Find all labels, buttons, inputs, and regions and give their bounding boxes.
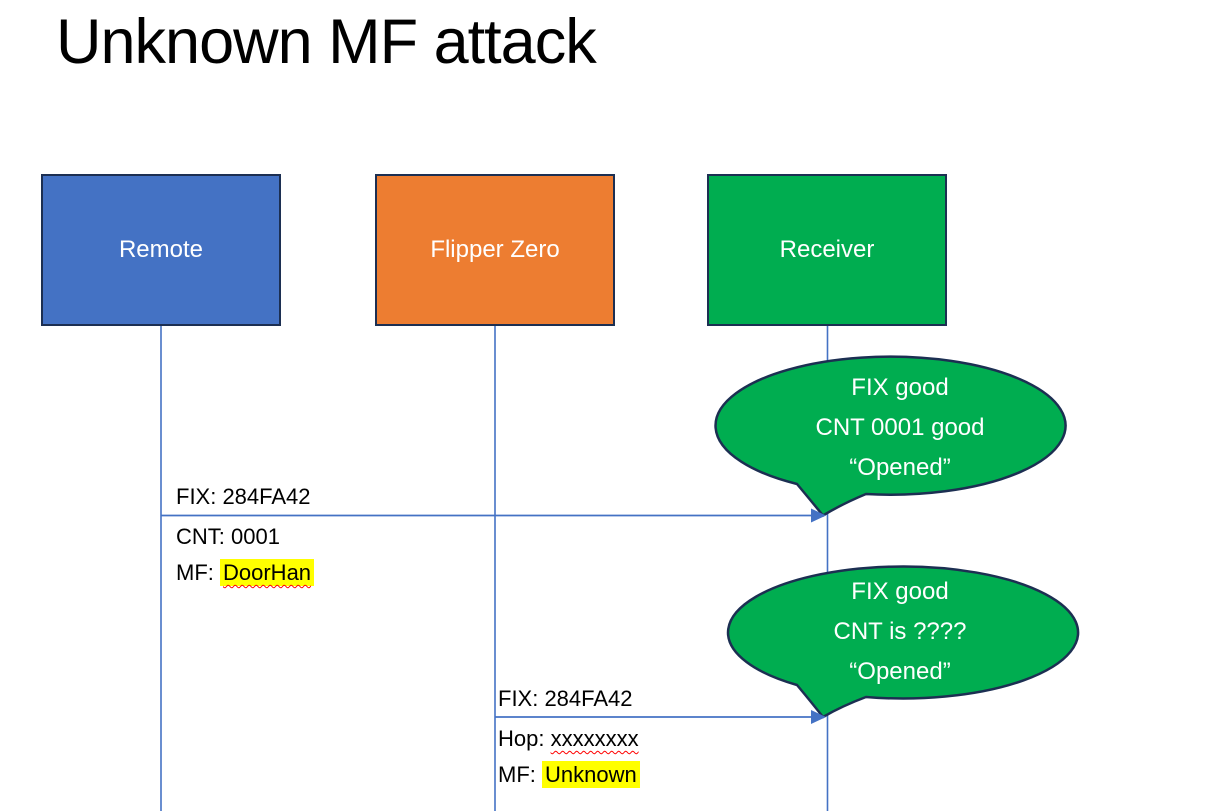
actor-label-receiver: Receiver <box>779 236 875 263</box>
speech-bubble-1-text: FIX good CNT 0001 good “Opened” <box>728 368 1072 488</box>
message2-mf-value-highlighted: Unknown <box>542 761 640 788</box>
message1-cnt-label: CNT: 0001 <box>176 524 280 549</box>
message1-mf-value-highlighted: DoorHan <box>220 559 315 586</box>
page-title: Unknown MF attack <box>56 7 597 77</box>
message2-fix-label: FIX: 284FA42 <box>498 686 633 711</box>
bubble1-line2: CNT 0001 good <box>815 414 985 441</box>
message2-hop-prefix: Hop: <box>498 726 551 751</box>
bubble1-line1: FIX good <box>851 374 949 401</box>
message2-hop-label: Hop: xxxxxxxx <box>498 721 640 757</box>
speech-bubble-1 <box>714 355 1067 518</box>
actor-label-remote: Remote <box>118 236 204 263</box>
bubble2-line3: “Opened” <box>849 658 951 685</box>
actor-label-flipper-zero: Flipper Zero <box>430 236 560 263</box>
message1-detail-labels: CNT: 0001 MF: DoorHan <box>176 519 315 591</box>
actor-box-receiver: Receiver <box>707 174 947 326</box>
message-arrow-2-head <box>811 710 826 724</box>
message2-mf-label: MF: Unknown <box>498 757 640 793</box>
speech-bubble-2-text: FIX good CNT is ???? “Opened” <box>728 572 1072 692</box>
message2-mf-prefix: MF: <box>498 762 542 787</box>
message1-fix-label: FIX: 284FA42 <box>176 484 311 509</box>
message2-detail-labels: Hop: xxxxxxxx MF: Unknown <box>498 721 640 793</box>
actor-box-remote: Remote <box>41 174 281 326</box>
message-arrow-1-head <box>811 508 826 523</box>
message1-mf-label: MF: DoorHan <box>176 555 315 591</box>
message2-hop-value: xxxxxxxx <box>550 726 639 751</box>
actor-box-flipper-zero: Flipper Zero <box>375 174 615 326</box>
bubble1-line3: “Opened” <box>849 454 951 481</box>
message1-mf-prefix: MF: <box>176 560 220 585</box>
bubble2-line2: CNT is ???? <box>833 618 967 645</box>
speech-bubble-2 <box>726 565 1080 719</box>
bubble2-line1: FIX good <box>851 578 949 605</box>
